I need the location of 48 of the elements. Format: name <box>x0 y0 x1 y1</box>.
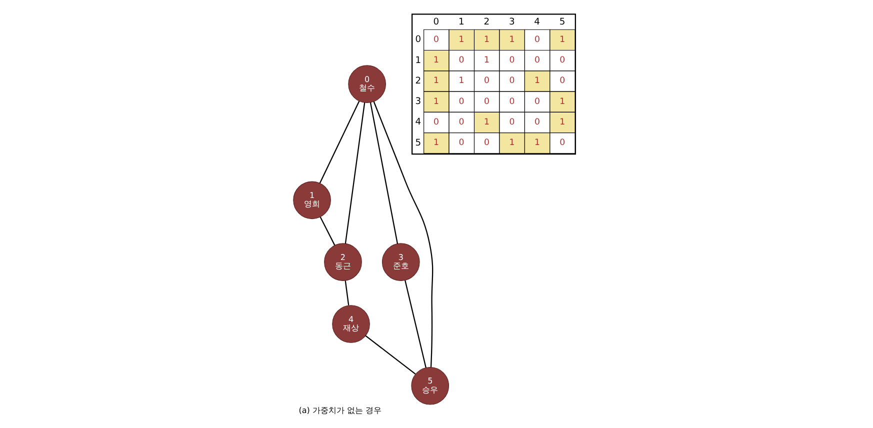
label: 0 <box>433 34 439 44</box>
label: 4 <box>534 16 540 27</box>
label: 0 <box>508 76 514 86</box>
label: 1 <box>534 138 540 148</box>
label: 0 <box>458 117 464 128</box>
label: 0 <box>534 34 540 44</box>
label: 1 <box>414 54 421 66</box>
label: 0 <box>484 96 489 106</box>
label: 1 <box>484 117 489 128</box>
label: 0 <box>458 138 464 148</box>
label: 0 <box>433 117 439 128</box>
label: 2 <box>414 74 421 86</box>
label: 2 <box>483 16 490 27</box>
label: 1 <box>433 138 439 148</box>
label: 0 <box>508 96 514 106</box>
label: 0 <box>458 55 464 66</box>
label: 1 <box>433 76 439 86</box>
label: 0 <box>484 138 489 148</box>
label: 1 <box>559 117 565 128</box>
label: 1 <box>559 96 565 106</box>
label: 1 <box>458 76 464 86</box>
label: 1 <box>433 55 439 66</box>
label: 1 <box>458 16 464 27</box>
label: 0 <box>534 55 540 66</box>
label: 3 <box>414 96 421 107</box>
label: 0 <box>559 76 565 86</box>
label: 1 <box>559 34 565 44</box>
label: 0 <box>414 34 421 45</box>
label: 4 <box>414 116 421 128</box>
label: 1 <box>484 34 489 44</box>
label: 1 <box>508 34 514 44</box>
label: 1 <box>433 96 439 106</box>
label: 0 <box>559 138 565 148</box>
label: 1 <box>484 55 489 66</box>
label: 0 <box>559 55 565 66</box>
label: 0 <box>508 55 514 66</box>
label: 5 <box>414 136 421 148</box>
label: 3 <box>508 16 514 27</box>
label: 0 <box>534 117 540 128</box>
label: 1 <box>458 34 464 44</box>
label: 0 <box>484 76 489 86</box>
label: 5 <box>558 16 565 27</box>
label: 1 <box>534 76 540 86</box>
label: 0 <box>534 96 540 106</box>
label: 1 <box>508 138 514 148</box>
label: 0 <box>458 96 464 106</box>
label: 0 <box>508 117 514 128</box>
label: 0 <box>432 16 439 27</box>
